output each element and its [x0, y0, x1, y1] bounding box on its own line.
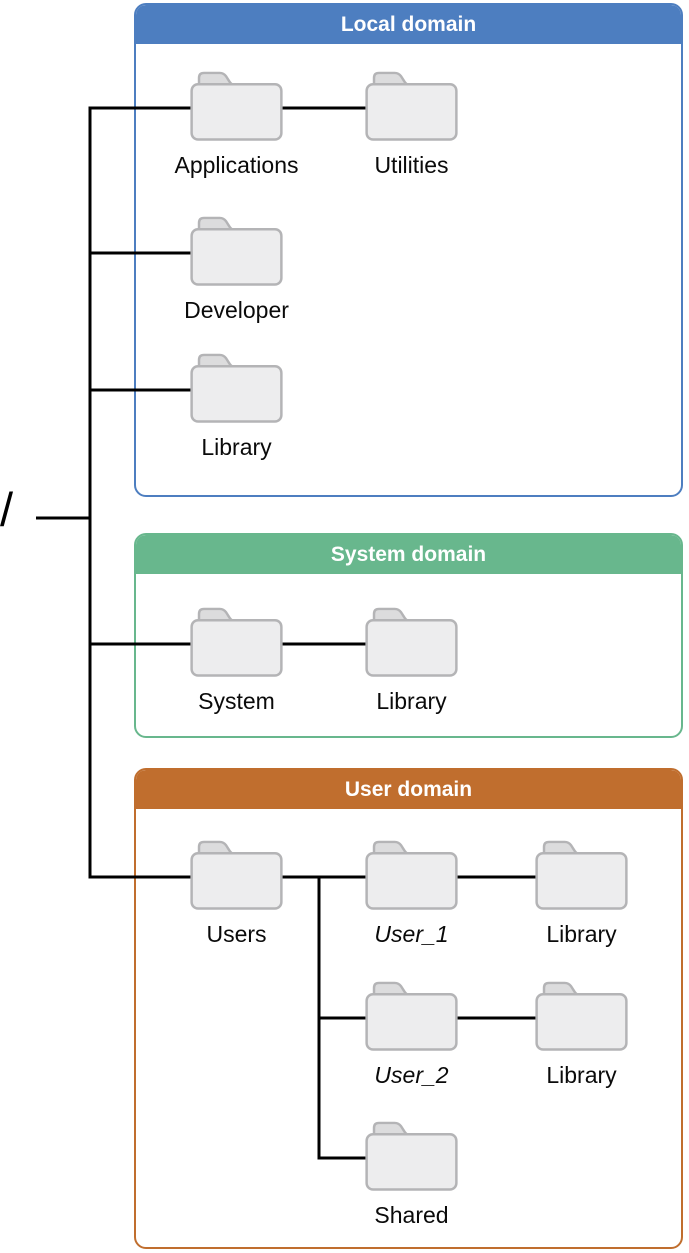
folder-label: Developer: [184, 297, 289, 323]
folder-icon: [365, 607, 458, 677]
folder-icon: [190, 353, 283, 423]
folder-icon: [535, 840, 628, 910]
folder-icon: [190, 71, 283, 141]
folder-user2-library: Library: [535, 979, 628, 1088]
local-domain-header: Local domain: [136, 5, 681, 44]
folder-label: System: [198, 688, 275, 714]
folder-label: Users: [206, 921, 267, 947]
folder-label: User_2: [374, 1062, 449, 1088]
folder-label: Applications: [174, 152, 299, 178]
folder-label: Library: [546, 1062, 617, 1088]
folder-icon: [365, 71, 458, 141]
folder-icon: [365, 840, 458, 910]
folder-system: System: [190, 605, 283, 714]
folder-applications: Applications: [174, 69, 299, 178]
system-domain-header: System domain: [136, 535, 681, 574]
folder-user2: User_2: [365, 979, 458, 1088]
folder-label: Library: [376, 688, 447, 714]
folder-developer: Developer: [184, 214, 289, 323]
folder-label: Shared: [374, 1202, 449, 1228]
folder-label: Utilities: [374, 152, 449, 178]
folder-icon: [535, 981, 628, 1051]
folder-user1-library: Library: [535, 838, 628, 947]
folder-label: User_1: [374, 921, 449, 947]
folder-local-library: Library: [190, 351, 283, 460]
folder-label: Library: [201, 434, 272, 460]
folder-icon: [190, 840, 283, 910]
folder-icon: [365, 1121, 458, 1191]
folder-label: Library: [546, 921, 617, 947]
folder-user1: User_1: [365, 838, 458, 947]
folder-icon: [190, 607, 283, 677]
folder-system-library: Library: [365, 605, 458, 714]
system-domain-box: System domain: [134, 533, 683, 738]
folder-users: Users: [190, 838, 283, 947]
root-symbol: /: [0, 483, 14, 536]
folder-shared: Shared: [365, 1119, 458, 1228]
folder-icon: [190, 216, 283, 286]
folder-icon: [365, 981, 458, 1051]
folder-utilities: Utilities: [365, 69, 458, 178]
user-domain-header: User domain: [136, 770, 681, 809]
